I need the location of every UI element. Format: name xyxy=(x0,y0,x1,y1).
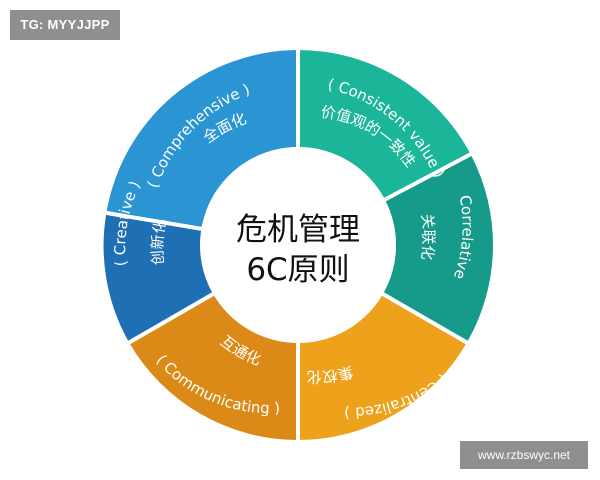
center-title-line2: 6C原则 xyxy=(246,252,349,288)
segment-centralized xyxy=(298,294,467,440)
center-circle xyxy=(200,147,396,343)
segment-creative xyxy=(103,212,214,343)
segment-consistent-value xyxy=(298,50,471,200)
segment-correlative xyxy=(382,154,493,343)
label-creative-zh: 创新化 xyxy=(148,217,170,265)
label-centralized-zh: 集权化 xyxy=(307,363,355,386)
segment-comprehensive xyxy=(106,50,299,229)
segment-dividers xyxy=(104,48,473,442)
center-title-line1: 危机管理 xyxy=(236,212,360,248)
watermark-bottom-right: www.rzbswyc.net xyxy=(460,441,588,469)
watermark-top-left: TG: MYYJJPP xyxy=(10,10,120,40)
label-correlative-zh: 关联化 xyxy=(418,213,438,261)
